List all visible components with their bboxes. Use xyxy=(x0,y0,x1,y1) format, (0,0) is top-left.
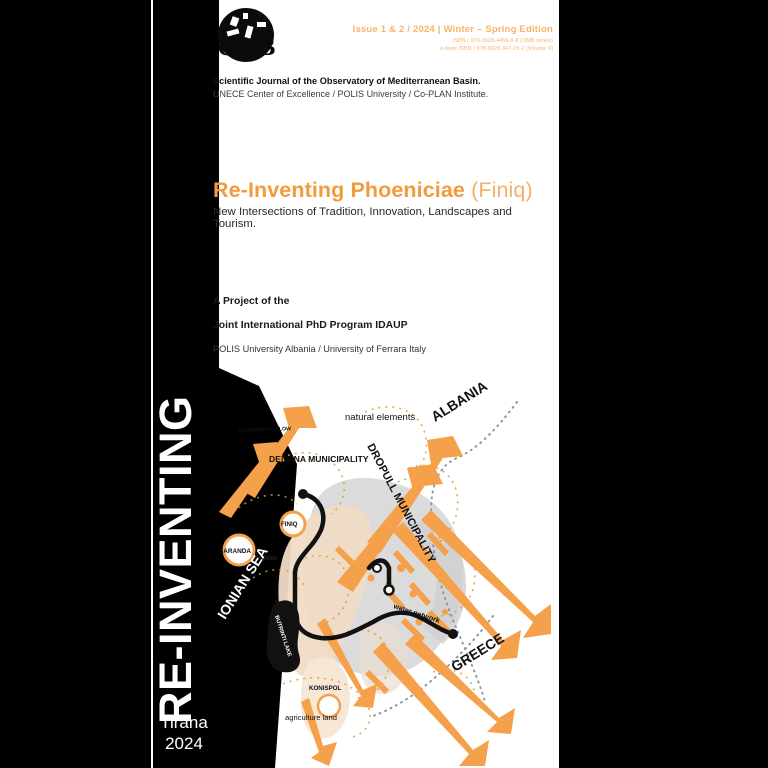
road-node-ring xyxy=(383,584,395,596)
map-label-natural-elements: natural elements xyxy=(345,412,415,423)
road-node-dot xyxy=(298,489,308,499)
journal-info: Scientific Journal of the Observatory of… xyxy=(213,76,553,99)
map-illustration: ECONOMICAL FLOW natural elements DELVINA… xyxy=(217,372,559,768)
globe-landmass-icon xyxy=(257,22,266,27)
project-line-1: A Project of the xyxy=(213,296,290,307)
globe-landmass-icon xyxy=(243,13,248,19)
spine-title-phoeniciae: PHOENICIAE xyxy=(150,80,201,366)
cover-title-main: Re-Inventing Phoeniciae xyxy=(213,178,465,202)
isbn-ebook: e-book ISBN / 978-9928-347-15-2 (Volume … xyxy=(440,46,553,52)
infrastructure-ticks xyxy=(334,531,452,695)
map-label-finiq: FINIQ xyxy=(281,521,298,528)
book-cover: PHOENICIAE RE-INVENTING Tirana 2024 OMB … xyxy=(147,0,559,768)
project-line-2: Joint International PhD Program IDAUP xyxy=(213,320,408,331)
road-node-dot xyxy=(448,629,458,639)
road-node-ring xyxy=(372,563,382,573)
omb-logo-text: OMB xyxy=(217,34,276,61)
cover-subtitle: New Intersections of Tradition, Innovati… xyxy=(213,206,512,230)
map-label-konispol: KONISPOL xyxy=(309,685,342,692)
imprint-year: 2024 xyxy=(165,733,203,753)
cover-title: Re-Inventing Phoeniciae (Finiq) xyxy=(213,178,553,203)
black-diagonal-mass xyxy=(147,368,297,768)
map-label-agriculture-land: agriculture land xyxy=(285,713,337,722)
city-node-finiq[interactable] xyxy=(279,510,307,538)
isbn-series: ISBN / 978-9928-4459-8-8 (OMB series) xyxy=(452,37,553,44)
map-label-delvina: DELVINA MUNICIPALITY xyxy=(269,454,369,464)
spine-title-reinventing: RE-INVENTING xyxy=(150,395,201,724)
issue-line: Issue 1 & 2 / 2024 | Winter – Spring Edi… xyxy=(352,24,553,35)
title-block: Re-Inventing Phoeniciae (Finiq) New Inte… xyxy=(213,178,553,230)
project-block: A Project of the Joint International PhD… xyxy=(213,296,553,354)
issue-info: Issue 1 & 2 / 2024 | Winter – Spring Edi… xyxy=(353,24,553,52)
omb-logo: OMB xyxy=(213,8,279,72)
map-svg: ECONOMICAL FLOW natural elements DELVINA… xyxy=(217,378,551,766)
map-label-economical-flow: ECONOMICAL FLOW xyxy=(239,426,291,434)
city-node-saranda[interactable] xyxy=(222,533,256,567)
map-label-albania: ALBANIA xyxy=(428,378,490,425)
project-line-3: POLIS University Albania / University of… xyxy=(213,344,426,354)
city-nodes xyxy=(222,510,342,719)
cover-title-paren: (Finiq) xyxy=(471,178,533,202)
city-node-konispol[interactable] xyxy=(316,693,342,719)
journal-name: Scientific Journal of the Observatory of… xyxy=(213,76,481,86)
border-dotted-lines xyxy=(372,401,518,717)
imprint-city: Tirana xyxy=(160,712,208,732)
spine-imprint: Tirana 2024 xyxy=(153,712,215,755)
journal-partners: UNECE Center of Excellence / POLIS Unive… xyxy=(213,89,489,99)
spine-gutter-line xyxy=(151,0,153,768)
left-letterbox xyxy=(0,0,147,768)
right-letterbox xyxy=(559,0,768,768)
map-label-saranda: SARANDA xyxy=(219,548,251,555)
butrinti-lake-shape xyxy=(266,600,301,673)
